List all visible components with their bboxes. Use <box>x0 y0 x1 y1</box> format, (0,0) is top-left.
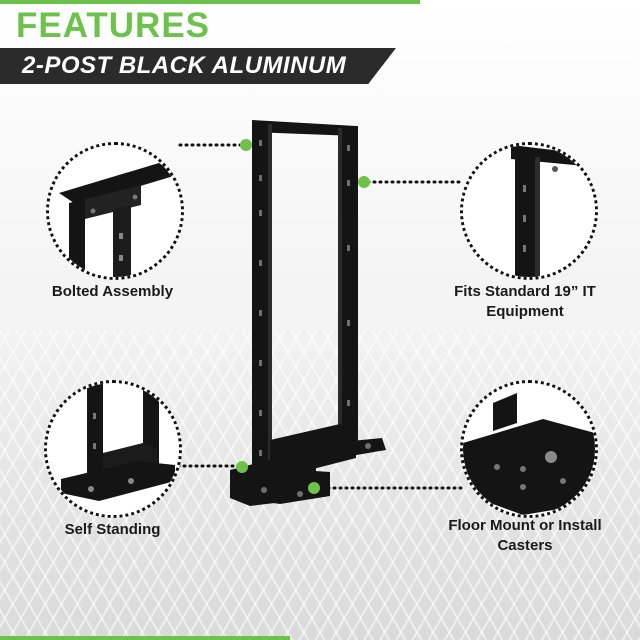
page-subtitle: 2-POST BLACK ALUMINUM <box>22 52 347 79</box>
feature-caption-bolted-assembly: Bolted Assembly <box>51 283 174 300</box>
callout-dot-icon <box>236 139 370 494</box>
accent-bar-bottom <box>0 636 290 640</box>
feature-caption-floor-mount: Floor Mount or Install Casters <box>448 517 602 554</box>
rack-holes <box>259 140 371 497</box>
feature-caption-self-standing: Self Standing <box>64 521 161 538</box>
page-title: FEATURES <box>16 6 211 45</box>
connector-lines <box>176 143 464 490</box>
self-standing-detail-image <box>44 380 182 518</box>
rack-image <box>230 120 386 506</box>
accent-bar-top <box>0 0 420 4</box>
feature-caption-fits-19-inch: Fits Standard 19” IT Equipment <box>454 283 596 320</box>
subtitle-banner <box>0 48 396 84</box>
bolted-assembly-detail-image <box>46 142 184 280</box>
floor-mount-detail-image <box>460 380 598 518</box>
rack-post-detail-image <box>460 142 598 280</box>
